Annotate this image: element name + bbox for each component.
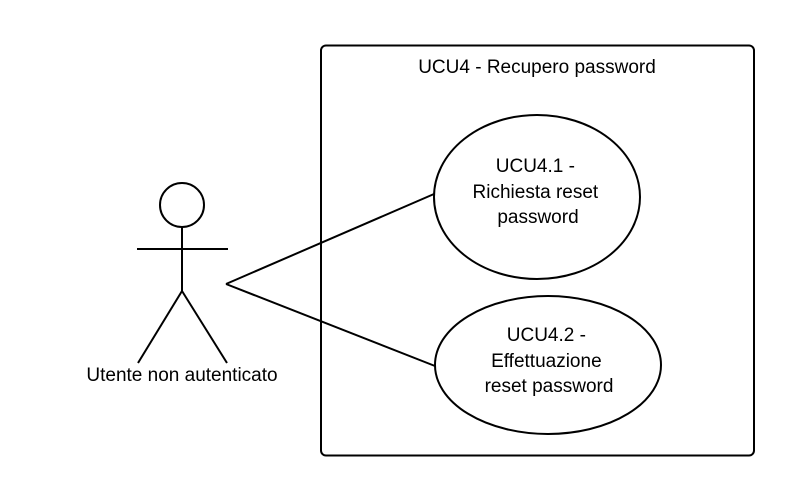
actor-figure: [137, 182, 228, 364]
actor-right-leg: [181, 290, 228, 364]
use-case-2: UCU4.2 - Effettuazione reset password: [434, 295, 662, 435]
use-case-2-ellipse: [434, 295, 662, 435]
use-case-1-line-3: password: [497, 207, 578, 228]
system-title: UCU4 - Recupero password: [418, 57, 656, 78]
use-case-1: UCU4.1 - Richiesta reset password: [433, 114, 641, 280]
use-case-1-label: UCU4.1 - Richiesta reset password: [473, 156, 604, 228]
use-case-2-label: UCU4.2 - Effettuazione reset password: [485, 325, 614, 397]
use-case-1-ellipse: [433, 114, 641, 280]
actor-head: [159, 182, 205, 228]
use-case-2-line-2: Effettuazione: [491, 351, 602, 372]
association-line-uc1: [225, 193, 435, 285]
actor-label: Utente non autenticato: [86, 365, 277, 386]
use-case-2-line-1: UCU4.2 -: [507, 325, 586, 346]
association-line-uc2: [225, 283, 436, 367]
use-case-1-line-2: Richiesta reset: [473, 182, 599, 203]
actor-left-leg: [137, 290, 183, 364]
use-case-1-line-1: UCU4.1 -: [496, 156, 575, 177]
use-case-2-line-3: reset password: [485, 376, 614, 397]
